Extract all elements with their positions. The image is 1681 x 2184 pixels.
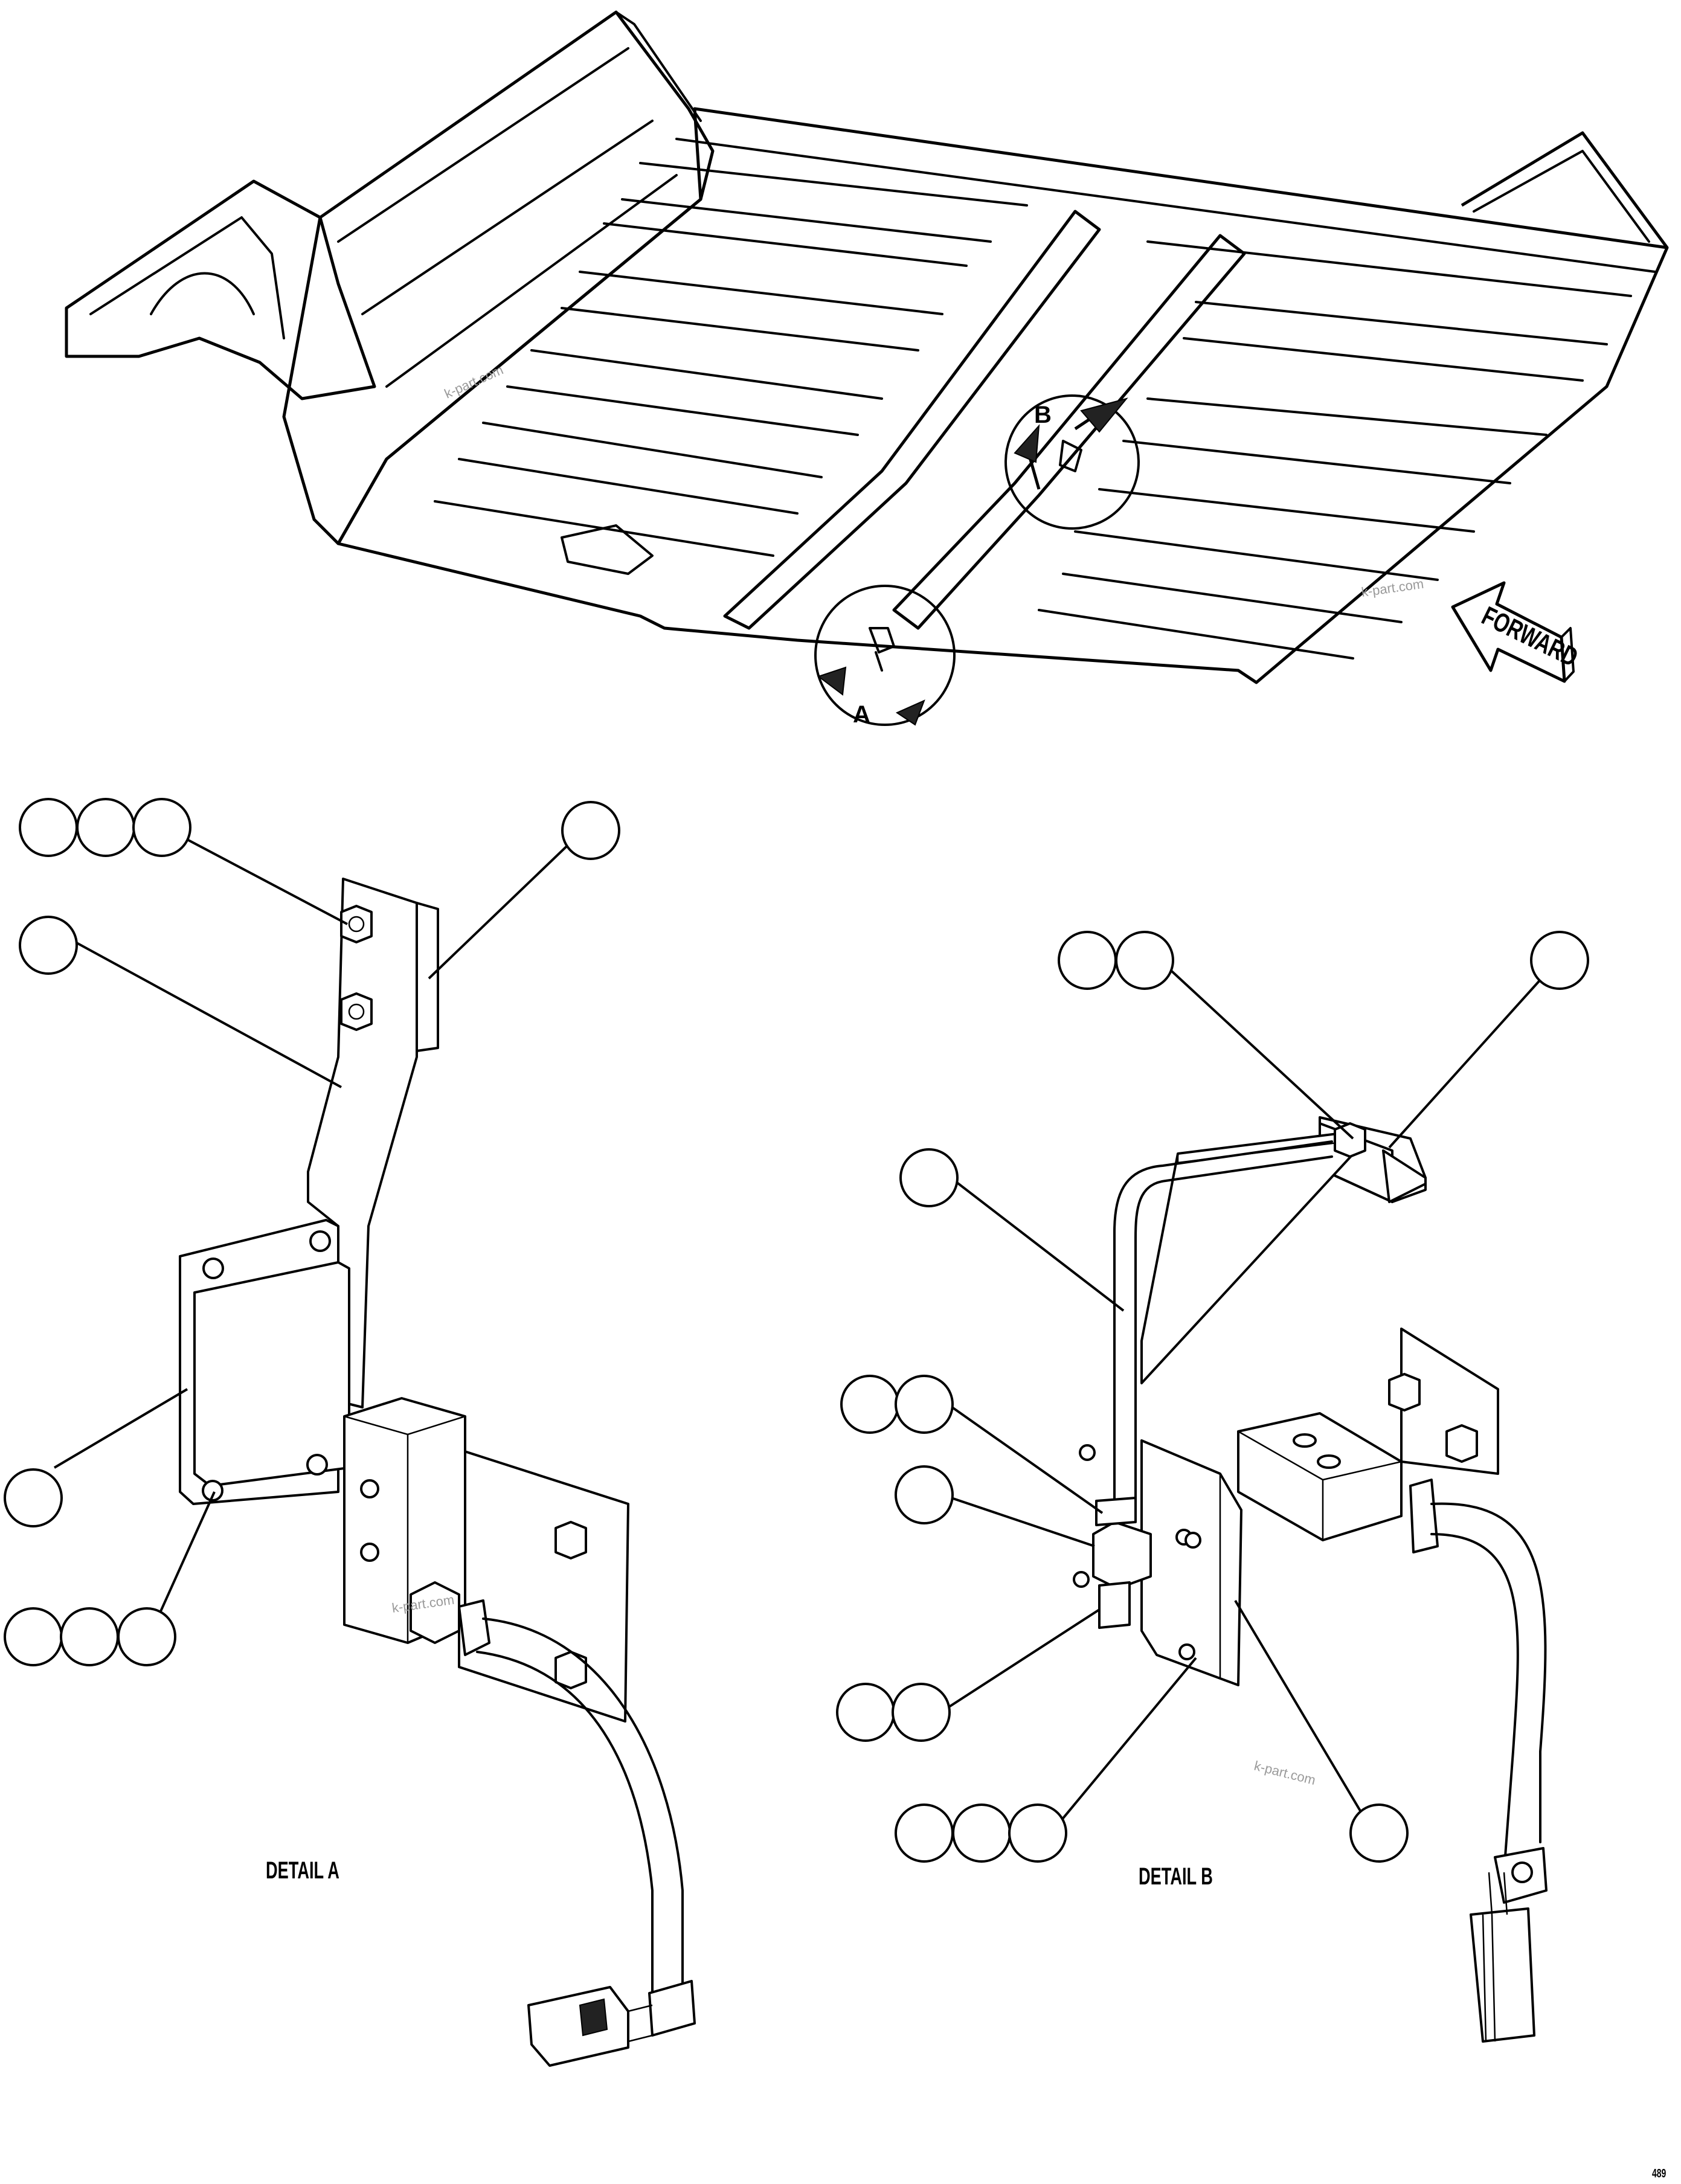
callout-balloon <box>4 1607 63 1666</box>
watermark: k-part.com <box>1360 576 1424 600</box>
callout-balloon <box>895 1375 954 1434</box>
detail-a-circle <box>814 585 956 726</box>
detail-a-callouts <box>4 798 620 1666</box>
bolt-icon <box>1388 1373 1421 1412</box>
bolt-icon <box>340 905 373 943</box>
callout-balloon <box>899 1148 959 1207</box>
detail-b-title: DETAIL B <box>1139 1863 1213 1890</box>
callout-balloon <box>1115 931 1174 990</box>
callout-balloon <box>836 1683 895 1742</box>
sheet-id: 489 <box>1652 2166 1666 2180</box>
callout-balloon <box>840 1375 899 1434</box>
bolt-icon <box>340 992 373 1031</box>
detail-b-callouts <box>836 931 1589 1863</box>
callout-balloon <box>1349 1803 1409 1863</box>
callout-balloon <box>1530 931 1589 990</box>
callout-balloon <box>19 916 78 975</box>
forward-arrow-icon: FORWARD <box>1451 581 1583 683</box>
callout-balloon <box>895 1803 954 1863</box>
callout-balloon <box>117 1607 176 1666</box>
bolt-icon <box>554 1521 587 1559</box>
callout-balloon <box>892 1683 951 1742</box>
watermark: k-part.com <box>1253 1758 1317 1788</box>
detail-b-marker: B <box>1034 402 1052 428</box>
callout-balloon <box>1058 931 1117 990</box>
detail-a-title: DETAIL A <box>266 1857 339 1884</box>
detail-b-circle <box>1004 394 1140 530</box>
callout-balloon <box>132 798 191 857</box>
bolt-icon <box>1445 1424 1478 1463</box>
callout-balloon <box>76 798 135 857</box>
callout-balloon <box>952 1803 1011 1863</box>
detail-b-assembly <box>1073 1116 1548 2043</box>
watermark: k-part.com <box>442 362 506 401</box>
callout-balloon <box>19 798 78 857</box>
dump-body-assembly <box>65 10 1669 726</box>
detail-a-marker: A <box>853 701 870 728</box>
bolt-icon <box>1334 1122 1366 1158</box>
bolt-icon <box>554 1651 587 1689</box>
callout-balloon <box>1008 1803 1067 1863</box>
callout-balloon <box>895 1465 954 1524</box>
bolt-icon <box>1073 1444 1201 1588</box>
callout-balloon <box>4 1468 63 1527</box>
detail-a-assembly <box>179 878 696 2067</box>
callout-balloon <box>561 801 620 860</box>
callout-balloon <box>60 1607 119 1666</box>
